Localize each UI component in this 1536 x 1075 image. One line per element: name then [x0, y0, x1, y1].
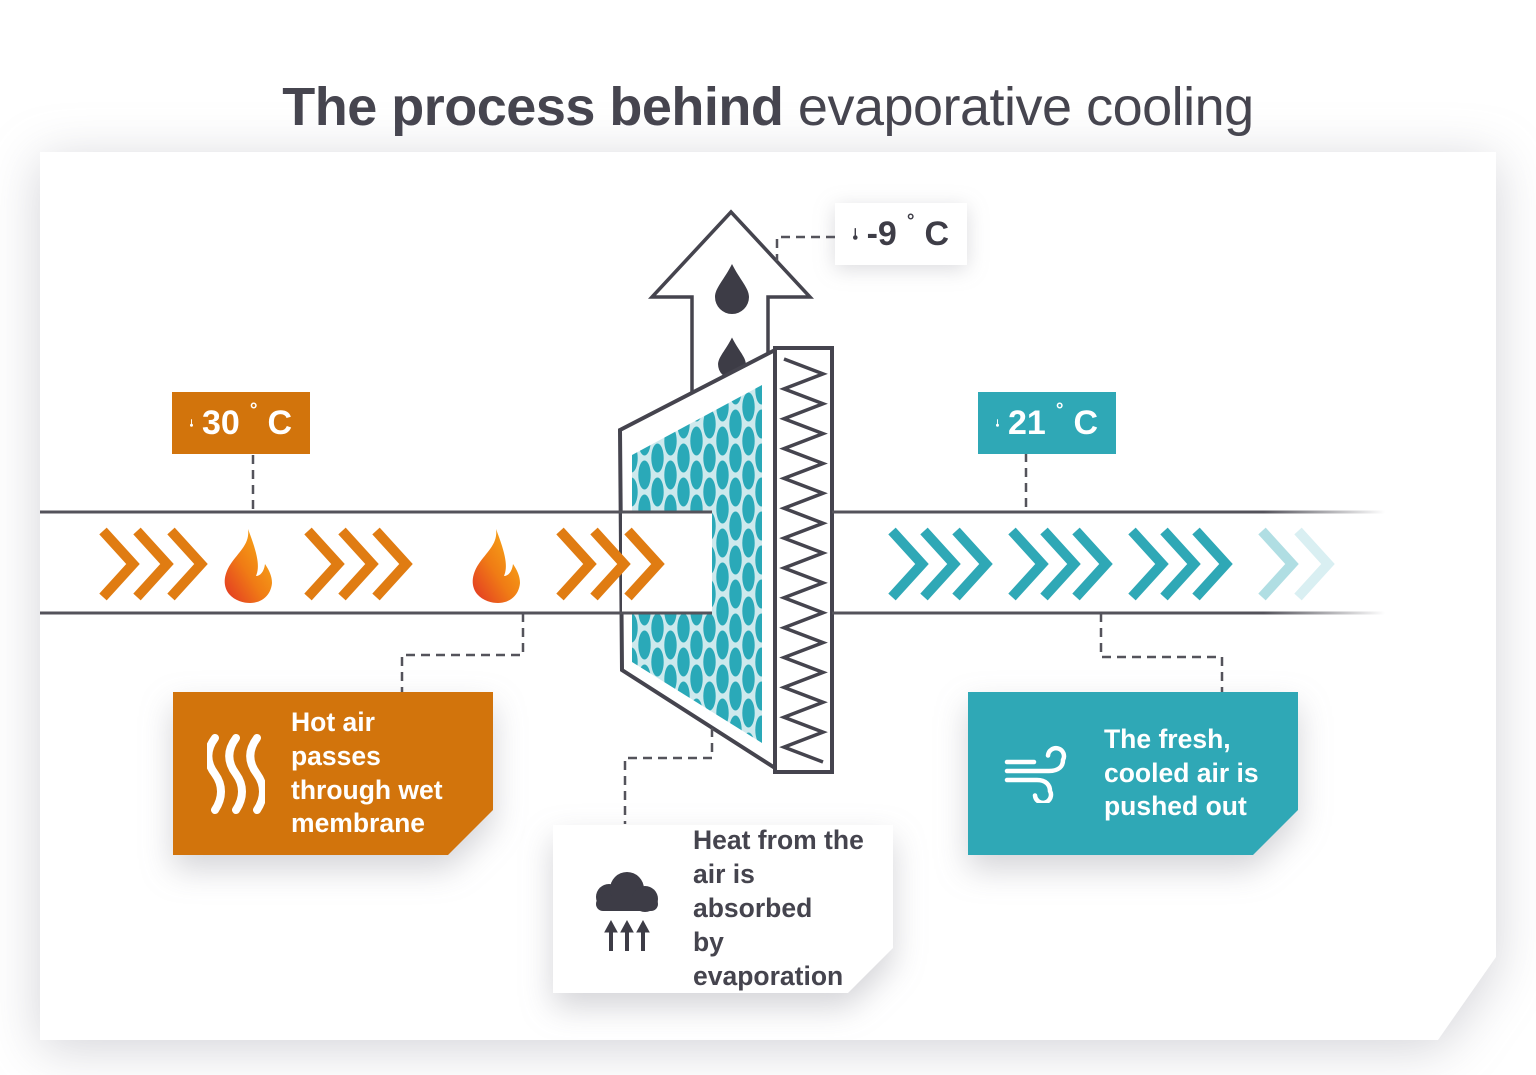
chevron-icon	[133, 527, 174, 601]
flame-icon	[472, 529, 520, 603]
hot-air-chevrons	[99, 527, 665, 601]
chevron-icon	[1258, 527, 1299, 601]
chevron-icon	[167, 527, 208, 601]
chevron-icon	[1160, 527, 1201, 601]
chevron-icon	[952, 527, 993, 601]
chevron-icon	[920, 527, 961, 601]
exhaust-temperature-badge: -9 ° C	[835, 203, 967, 265]
cooled-air-callout: The fresh, cooled air is pushed out	[968, 692, 1298, 855]
evaporative-cooling-diagram	[40, 209, 1385, 824]
chevron-icon	[888, 527, 929, 601]
badge-temp-unit: C	[267, 403, 292, 442]
evaporation-cloud-icon	[587, 863, 667, 955]
thermometer-icon	[996, 419, 999, 427]
connector-cool-callout	[1099, 613, 1224, 692]
air-duct	[40, 510, 1385, 615]
duct-opening	[622, 513, 712, 612]
degree-symbol: °	[1055, 400, 1064, 422]
hot-air-callout-wrapper: Hot air passes through wet membrane	[173, 692, 493, 855]
flame-icon	[224, 529, 272, 603]
thermometer-icon	[853, 228, 858, 240]
chevron-icon	[624, 527, 665, 601]
hot-air-callout: Hot air passes through wet membrane	[173, 692, 493, 855]
cooled-air-callout-text: The fresh, cooled air is pushed out	[1104, 723, 1259, 822]
diagram-card: 30 ° C -9 ° C 21 ° C Hot air passes through we…	[40, 152, 1496, 1040]
chevron-icon	[1294, 527, 1335, 601]
chevron-icon	[1072, 527, 1113, 601]
wind-icon	[1002, 745, 1078, 803]
chevron-icon	[1128, 527, 1169, 601]
cool-outlet-temperature-badge: 21 ° C	[978, 392, 1116, 454]
chevron-icon	[1008, 527, 1049, 601]
badge-temp-unit: C	[1073, 403, 1098, 442]
diagram-card-wrapper: 30 ° C -9 ° C 21 ° C Hot air passes through we…	[40, 152, 1496, 1040]
connector-hot-callout	[400, 613, 525, 692]
chevron-icon	[338, 527, 379, 601]
badge-temp-unit: C	[924, 214, 949, 253]
degree-symbol: °	[249, 400, 258, 422]
heat-exchanger-coil	[779, 357, 828, 764]
chevron-icon	[372, 527, 413, 601]
chevron-icon	[556, 527, 597, 601]
evaporation-callout-wrapper: Heat from the air is absorbed by evapora…	[553, 825, 893, 993]
cooled-air-callout-wrapper: The fresh, cooled air is pushed out	[968, 692, 1298, 855]
evaporation-callout-text: Heat from the air is absorbed by evapora…	[693, 825, 864, 991]
evaporation-callout: Heat from the air is absorbed by evapora…	[553, 825, 893, 993]
title-bold: The process behind	[282, 77, 784, 138]
page-title: The process behind evaporative cooling	[0, 76, 1536, 138]
hot-air-callout-text: Hot air passes through wet membrane	[291, 706, 443, 839]
chevron-icon	[304, 527, 345, 601]
badge-temp-value: 30	[201, 403, 240, 442]
chevron-icon	[590, 527, 631, 601]
chevron-icon	[1040, 527, 1081, 601]
badge-temp-value: 21	[1007, 403, 1046, 442]
connector-evaporation-callout	[623, 728, 714, 824]
degree-symbol: °	[906, 211, 915, 233]
connector-exhaust-badge	[775, 235, 835, 261]
chevron-icon	[1192, 527, 1233, 601]
chevron-icon	[99, 527, 140, 601]
title-light: evaporative cooling	[797, 77, 1254, 138]
thermometer-icon	[190, 419, 193, 427]
heat-waves-icon	[207, 734, 265, 814]
cool-air-chevrons	[888, 527, 1335, 601]
hot-inlet-temperature-badge: 30 ° C	[172, 392, 310, 454]
badge-temp-value: -9	[866, 214, 897, 253]
dashed-connectors	[251, 235, 1224, 824]
